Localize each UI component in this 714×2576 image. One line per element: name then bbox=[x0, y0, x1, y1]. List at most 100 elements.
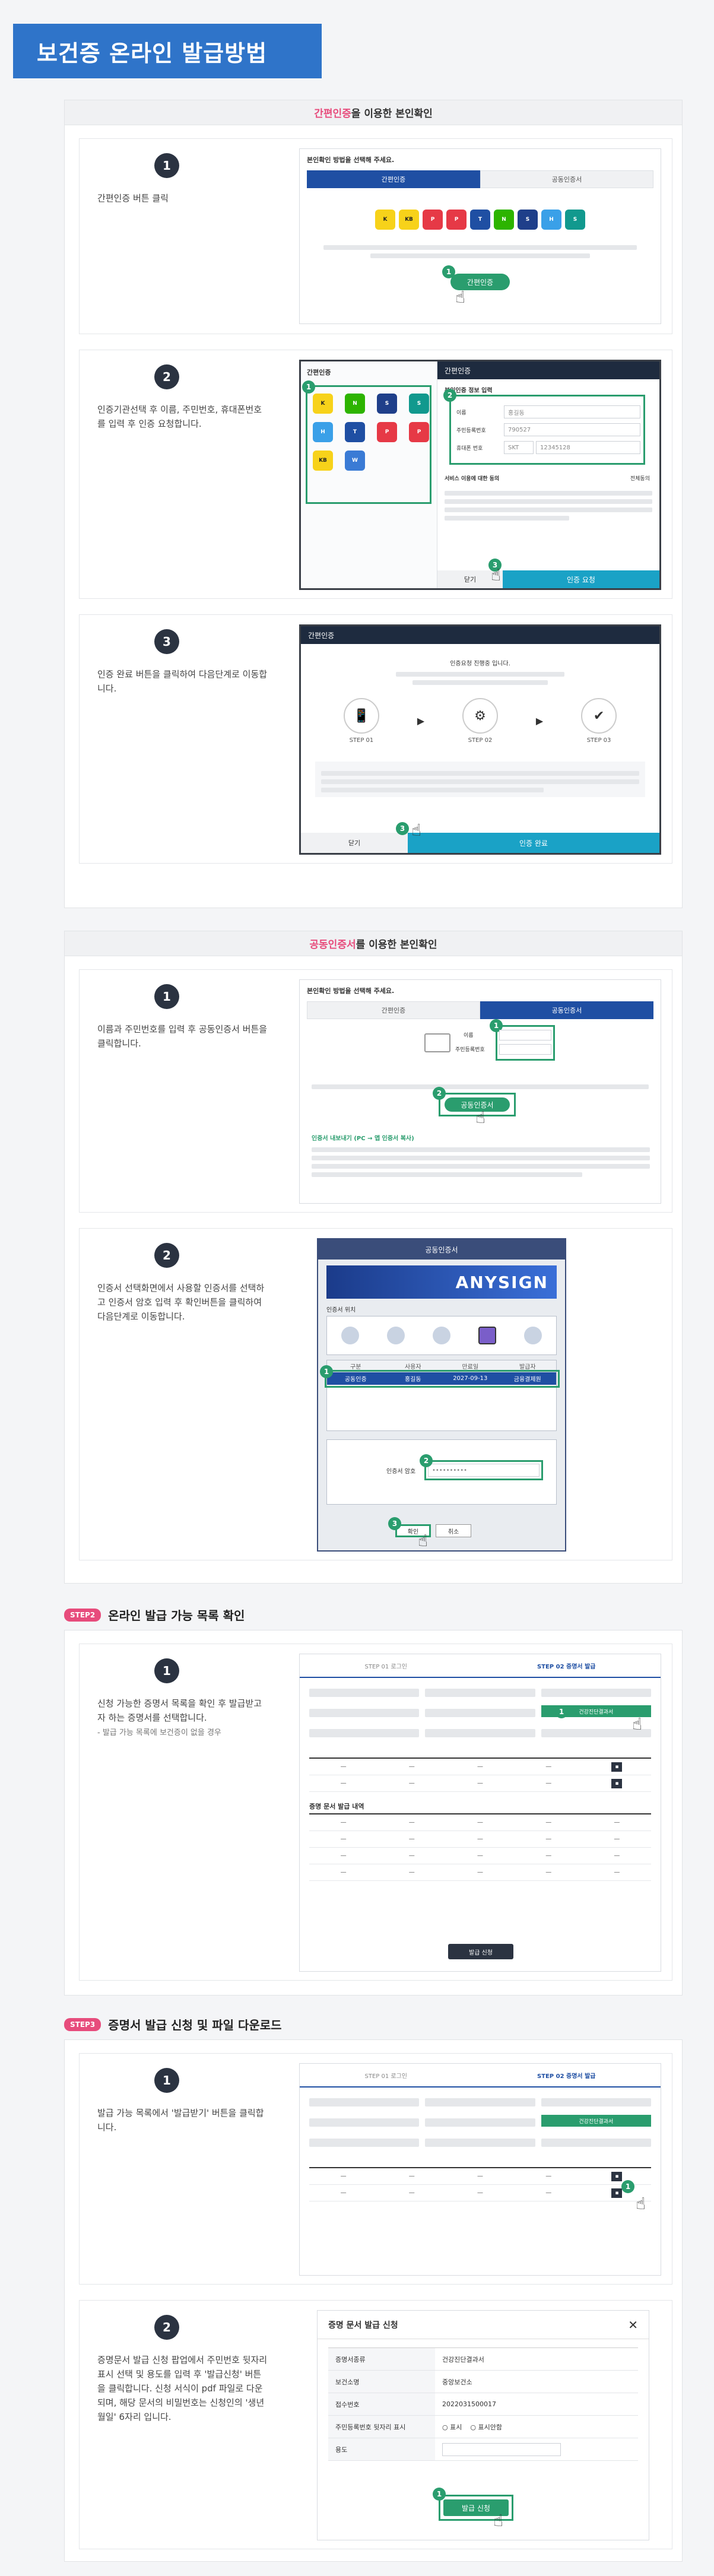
apply-button[interactable]: 발급 신청 bbox=[448, 1944, 513, 1959]
pass-icon[interactable]: P bbox=[377, 422, 397, 442]
phone-input[interactable]: 12345128 bbox=[536, 441, 640, 454]
progress-step: STEP 01 로그인 bbox=[364, 2073, 407, 2080]
shinhan-icon[interactable]: S bbox=[518, 210, 538, 230]
rrn-input[interactable]: 790527 bbox=[504, 423, 640, 436]
location-label: 인증서 위치 bbox=[326, 1307, 356, 1314]
step-number: 2 bbox=[154, 364, 179, 389]
name-input[interactable] bbox=[499, 1030, 551, 1040]
password-input[interactable]: •••••••••• bbox=[428, 1464, 540, 1477]
radio-show[interactable]: ○ 표시 bbox=[442, 2423, 462, 2431]
header-highlight: 간편인증 bbox=[314, 108, 351, 120]
cert-table-header: 구분 사용자 만료일 발급자 bbox=[327, 1360, 556, 1372]
purpose-input[interactable] bbox=[442, 2442, 561, 2456]
progress-step: STEP 02 증명서 발급 bbox=[537, 2073, 596, 2080]
marker-2: 2 bbox=[420, 1454, 433, 1467]
naver-icon[interactable]: N bbox=[494, 210, 514, 230]
issue-button[interactable]: ▪ bbox=[611, 1762, 623, 1772]
woori-icon[interactable]: W bbox=[345, 451, 365, 471]
issue-button[interactable]: ▪ bbox=[611, 2172, 623, 2181]
confirm-button[interactable]: 확인 bbox=[395, 1524, 431, 1537]
step-description: 인증서 선택화면에서 사용할 인증서를 선택하고 인증서 암호 입력 후 확인버… bbox=[97, 1283, 265, 1322]
step-description: 발급 가능 목록에서 '발급받기' 버튼을 클릭합니다. bbox=[97, 2108, 264, 2133]
step-card: 3 인증 완료 버튼을 클릭하여 다음단계로 이동합니다. 간편인증 인증요청 … bbox=[79, 614, 672, 864]
samsung-icon[interactable]: S bbox=[409, 394, 429, 414]
col-header: 구분 bbox=[350, 1364, 361, 1371]
carrier-select[interactable]: SKT bbox=[504, 441, 534, 454]
anysign-brand: ANYSIGN bbox=[326, 1265, 557, 1299]
pointer-hand-icon: ☝ bbox=[418, 1531, 429, 1550]
check-icon: ✔ bbox=[581, 698, 617, 734]
certificate-dialog: 공동인증서 ANYSIGN 인증서 위치 구분 사용자 만료일 발급자 공동인증 bbox=[317, 1238, 566, 1552]
desc-text: 신청 가능한 증명서 목록을 확인 후 발급받고자 하는 증명서를 선택합니다. bbox=[97, 1698, 262, 1723]
step-card: 1 간편인증 버튼 클릭 본인확인 방법을 선택해 주세요. 간편인증 공동인증… bbox=[79, 138, 672, 334]
arrow-right-icon: ▶ bbox=[535, 715, 544, 727]
tab-simple-auth[interactable]: 간편인증 bbox=[307, 170, 480, 188]
pass-icon[interactable]: P bbox=[423, 210, 443, 230]
field-label: 주민등록번호 뒷자리 표시 bbox=[328, 2416, 435, 2438]
simple-auth-button[interactable]: 간편인증 bbox=[450, 274, 510, 290]
cert-cell: 공동인증 bbox=[344, 1376, 367, 1383]
col-header: 발급자 bbox=[519, 1364, 536, 1371]
toss-icon[interactable]: T bbox=[345, 422, 365, 442]
auth-complete-button[interactable]: 인증 완료 bbox=[408, 833, 659, 853]
close-button[interactable]: 닫기 bbox=[437, 570, 503, 588]
progress-step: STEP 02 증명서 발급 bbox=[537, 1663, 596, 1670]
hana-icon[interactable]: H bbox=[313, 422, 333, 442]
tab-certificate[interactable]: 공동인증서 bbox=[480, 170, 653, 188]
payco-icon[interactable]: P bbox=[409, 422, 429, 442]
field-value: 2022031500017 bbox=[442, 2400, 496, 2408]
marker-1: 1 bbox=[433, 2488, 446, 2501]
disk-icon[interactable] bbox=[432, 1327, 450, 1344]
pointer-hand-icon: ☝ bbox=[491, 565, 502, 585]
health-certificate-item[interactable]: 건강진단결과서 bbox=[541, 2115, 651, 2127]
phone-icon[interactable] bbox=[524, 1327, 542, 1344]
name-label: 이름 bbox=[456, 410, 467, 416]
field-label: 접수번호 bbox=[328, 2393, 435, 2415]
agree-all-checkbox[interactable]: 전체동의 bbox=[630, 476, 650, 482]
usb-icon[interactable] bbox=[478, 1327, 497, 1344]
rrn-input[interactable] bbox=[499, 1044, 551, 1055]
issue-submit-button[interactable]: 발급 신청 bbox=[443, 2499, 509, 2516]
shinhan-icon[interactable]: S bbox=[377, 394, 397, 414]
pointer-hand-icon: ☝ bbox=[636, 2194, 646, 2213]
step-description: 이름과 주민번호를 입력 후 공동인증서 버튼을 클릭합니다. bbox=[97, 1024, 268, 1049]
naver-icon[interactable]: N bbox=[345, 394, 365, 414]
pointer-hand-icon: ☝ bbox=[475, 1108, 486, 1127]
payco-icon[interactable]: P bbox=[446, 210, 467, 230]
request-auth-button[interactable]: 인증 요청 bbox=[503, 570, 659, 588]
name-label: 이름 bbox=[464, 1033, 474, 1039]
kakao-icon[interactable]: K bbox=[375, 210, 395, 230]
kb-icon[interactable]: KB bbox=[313, 451, 333, 471]
step-number: 1 bbox=[154, 1658, 179, 1683]
popup-title: 증명 문서 발급 신청 bbox=[328, 2320, 398, 2330]
certificate-button[interactable]: 공동인증서 bbox=[445, 1097, 510, 1112]
tab-certificate[interactable]: 공동인증서 bbox=[480, 1001, 653, 1019]
close-icon[interactable]: ✕ bbox=[628, 2317, 638, 2332]
issue-button[interactable]: ▪ bbox=[611, 2188, 623, 2198]
close-button[interactable]: 닫기 bbox=[301, 833, 408, 853]
kb-icon[interactable]: KB bbox=[399, 210, 419, 230]
step-number: 1 bbox=[154, 153, 179, 178]
cancel-button[interactable]: 취소 bbox=[436, 1524, 471, 1537]
step-number: 1 bbox=[154, 2068, 179, 2093]
hana-icon[interactable]: H bbox=[541, 210, 561, 230]
field-label: 용도 bbox=[328, 2438, 435, 2460]
name-input[interactable]: 홍길동 bbox=[504, 405, 640, 418]
shot-title: 본인확인 방법을 선택해 주세요. bbox=[307, 987, 395, 995]
desc-note: - 발급 가능 목록에 보건증이 없을 경우 bbox=[97, 1728, 221, 1737]
cert-cell: 금융결제원 bbox=[513, 1376, 541, 1383]
tab-simple-auth[interactable]: 간편인증 bbox=[307, 1001, 480, 1019]
search-icon[interactable] bbox=[386, 1327, 405, 1344]
toss-icon[interactable]: T bbox=[470, 210, 490, 230]
storage-icon[interactable] bbox=[341, 1327, 359, 1344]
right-title: 간편인증 bbox=[437, 361, 659, 379]
issue-button[interactable]: ▪ bbox=[611, 1779, 623, 1788]
cert-row-selected[interactable]: 공동인증 홍길동 2027-09-13 금융결제원 bbox=[327, 1372, 556, 1385]
samsung-icon[interactable]: S bbox=[565, 210, 585, 230]
radio-hide[interactable]: ○ 표시안함 bbox=[470, 2423, 502, 2431]
health-certificate-item[interactable]: 건강진단결과서 bbox=[541, 1705, 651, 1717]
kakao-icon[interactable]: K bbox=[313, 394, 333, 414]
auth-tabs: 간편인증 공동인증서 bbox=[307, 170, 653, 188]
